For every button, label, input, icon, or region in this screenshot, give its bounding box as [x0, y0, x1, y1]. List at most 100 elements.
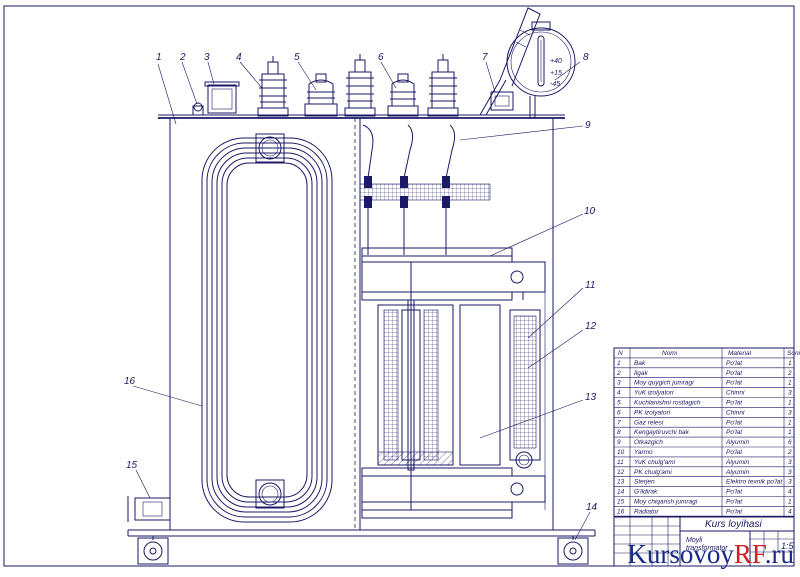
callout-8: 8: [583, 52, 589, 63]
table-cell: 3: [788, 459, 792, 466]
title-block-subtitle-2: transformator: [686, 545, 728, 552]
table-cell: Po'lat: [726, 419, 743, 426]
table-cell: 4: [788, 489, 792, 496]
table-cell: Moy quygich jumragi: [634, 380, 694, 387]
conservator-tank: +40 +15 -45: [499, 7, 576, 118]
callout-12: 12: [585, 321, 597, 332]
table-cell: 3: [788, 479, 792, 486]
sheet-frame: [3, 5, 795, 567]
table-cell: 1: [788, 429, 792, 436]
table-cell: Po'lat: [726, 360, 743, 367]
table-cell: Po'lat: [726, 380, 743, 387]
table-cell: 6: [617, 409, 621, 416]
table-cell: Elektro texnik po'lat: [726, 479, 783, 486]
callout-4: 4: [236, 52, 242, 63]
table-cell: 1: [788, 380, 792, 387]
table-cell: Gaz relesi: [634, 419, 664, 426]
callout-7: 7: [482, 52, 488, 63]
table-cell: 4: [788, 508, 792, 515]
table-cell: 3: [788, 409, 792, 416]
oil-drain-valve: [127, 496, 171, 522]
table-cell: Moy chiqarish jumragi: [634, 499, 698, 506]
table-cell: PK chulg'ami: [634, 469, 672, 476]
callout-14: 14: [586, 502, 598, 513]
callout-numbers: 1 2 3 4 5 6 7 8 9 10 11 12 13 14 15 16: [124, 52, 598, 513]
winding-leads: [359, 124, 491, 255]
table-cell: Kengaytiruvchi bak: [634, 429, 690, 436]
wheel-right: [557, 536, 589, 565]
table-cell: YuK izolyatori: [634, 390, 674, 397]
table-header-1: Nomi: [662, 350, 678, 357]
table-cell: 7: [617, 419, 621, 426]
table-cell: Po'lat: [726, 400, 743, 407]
table-cell: 14: [617, 489, 625, 496]
table-cell: 8: [617, 429, 621, 436]
table-cell: PK izolyatori: [634, 409, 671, 416]
table-cell: Bak: [634, 360, 646, 367]
table-cell: 4: [617, 390, 621, 397]
watermark-part-3: .ru: [764, 539, 794, 569]
table-cell: 2: [616, 370, 621, 377]
callout-6: 6: [378, 52, 384, 63]
table-cell: 2: [787, 370, 792, 377]
title-block-title: Kurs loyihasi: [705, 519, 762, 530]
table-cell: 3: [788, 469, 792, 476]
table-cell: Ilgak: [634, 370, 648, 377]
leader-lines: [132, 61, 591, 541]
table-cell: 9: [617, 439, 621, 446]
table-cell: 1: [788, 499, 792, 506]
gauge-mark-low: -45: [550, 81, 560, 88]
callout-2: 2: [179, 52, 186, 63]
table-cell: Po'lat: [726, 370, 743, 377]
table-cell: Alyumin: [725, 459, 750, 466]
callout-10: 10: [584, 206, 596, 217]
table-cell: Po'lat: [726, 449, 743, 456]
watermark-part-2: RF: [733, 539, 765, 569]
table-header-3: Soni: [787, 350, 800, 357]
lifting-hook: [192, 102, 204, 116]
title-block: Kurs loyihasi Moyli transformator 1:5: [613, 516, 795, 567]
title-block-subtitle-1: Moyli: [686, 537, 703, 544]
table-cell: 5: [617, 400, 621, 407]
title-block-scale: 1:5: [781, 541, 795, 551]
table-cell: Alyumin: [725, 469, 750, 476]
table-cell: YuK chulg'ami: [634, 459, 676, 466]
table-cell: 1: [617, 360, 621, 367]
windings: [377, 262, 546, 510]
table-cell: Po'lat: [726, 489, 743, 496]
callout-11: 11: [585, 280, 595, 291]
table-cell: Alyumin: [725, 439, 750, 446]
table-cell: Chinni: [726, 409, 745, 416]
callout-16: 16: [124, 376, 136, 387]
table-cell: G'ildirak: [634, 489, 658, 496]
table-cell: 1: [788, 419, 792, 426]
table-cell: Radiator: [634, 508, 659, 515]
table-cell: 3: [788, 390, 792, 397]
table-cell: 16: [617, 508, 625, 515]
table-header-2: Material: [728, 350, 752, 357]
callout-13: 13: [585, 392, 597, 403]
radiator: [201, 133, 333, 523]
table-cell: 10: [617, 449, 625, 456]
tap-changer: [304, 73, 338, 117]
table-cell: Chinni: [726, 390, 745, 397]
table-cell: Po'lat: [726, 508, 743, 515]
table-cell: 15: [617, 499, 625, 506]
table-cell: 11: [617, 459, 624, 466]
table-cell: 13: [617, 479, 625, 486]
table-cell: 2: [787, 449, 792, 456]
table-cell: 3: [617, 380, 621, 387]
table-cell: 6: [788, 439, 792, 446]
hv-bushing: [257, 56, 289, 117]
table-header-0: N: [618, 350, 623, 357]
gauge-mark-high: +40: [550, 58, 562, 65]
table-cell: 1: [788, 400, 792, 407]
table-cell: Yarmo: [634, 449, 653, 456]
callout-15: 15: [126, 460, 138, 471]
table-cell: Sterjen: [634, 479, 655, 486]
table-cell: Po'lat: [726, 429, 743, 436]
watermark: KursovoyRF.ru: [627, 539, 794, 570]
table-cell: 1: [788, 360, 792, 367]
